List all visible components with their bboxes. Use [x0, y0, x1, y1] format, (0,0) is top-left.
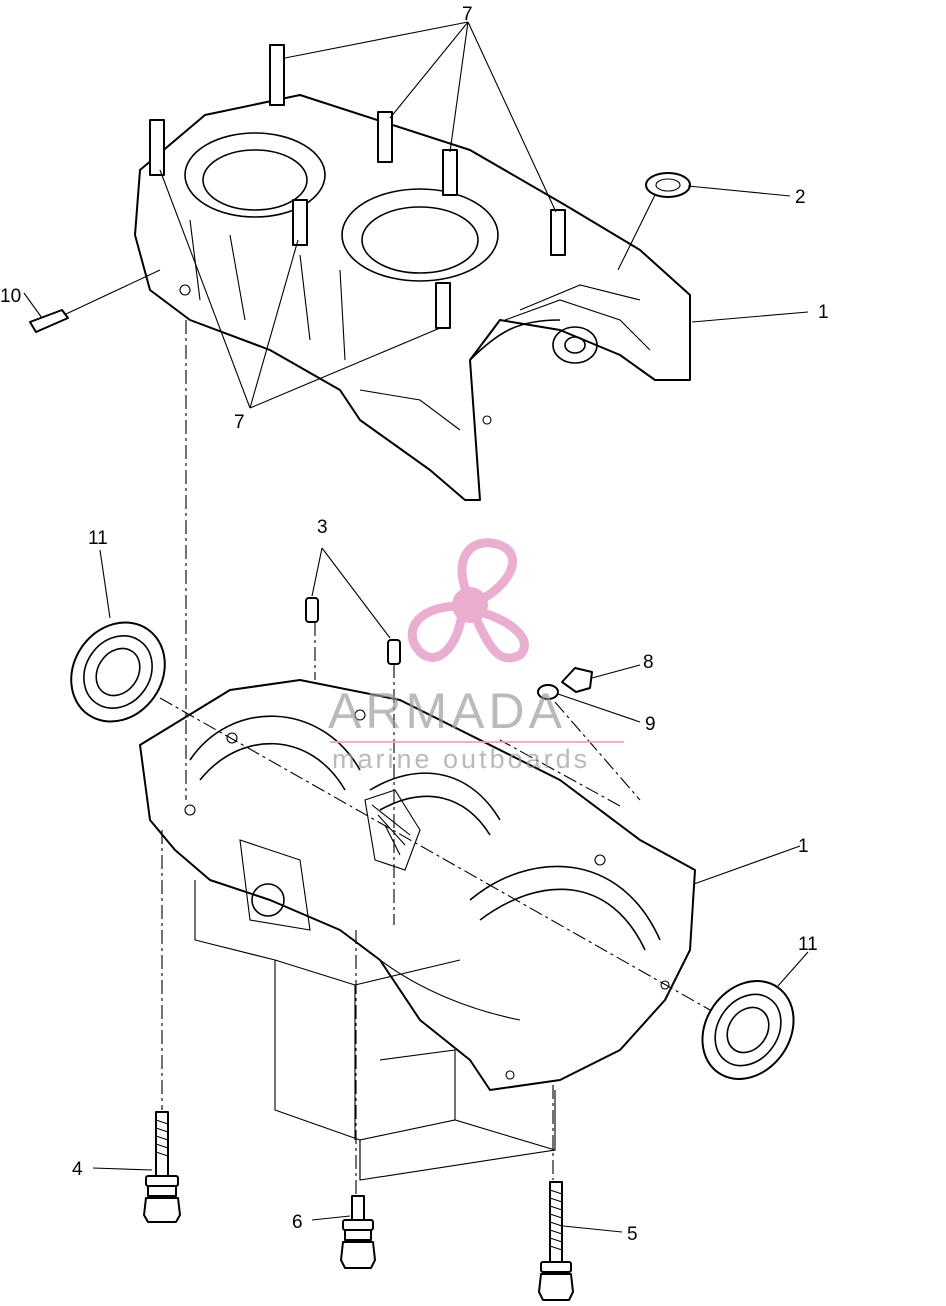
callout-7-left: 7	[234, 412, 245, 433]
studs	[149, 44, 566, 329]
bolt-6	[340, 1195, 376, 1269]
bolt-4	[143, 1111, 181, 1223]
propeller-logo-icon	[407, 538, 529, 663]
upper-crankcase	[134, 94, 691, 501]
callout-8: 8	[643, 652, 654, 673]
dowels	[305, 597, 401, 665]
armada-watermark: ARMADA marine outboards	[328, 538, 624, 774]
part-8-plug	[561, 667, 593, 693]
callout-1-top: 1	[818, 302, 829, 323]
watermark-brand: ARMADA	[328, 683, 566, 739]
leader-lines	[23, 21, 809, 1233]
callout-7-top: 7	[462, 4, 473, 25]
callout-10: 10	[0, 286, 21, 307]
callout-11-left: 11	[88, 528, 108, 549]
callout-4: 4	[72, 1159, 83, 1180]
callout-9: 9	[645, 714, 656, 735]
bolt-5	[538, 1181, 574, 1301]
center-lines	[159, 320, 711, 1196]
oil-seal-left	[70, 621, 166, 723]
callout-3: 3	[317, 517, 328, 538]
hidden-outline-boxes	[194, 880, 556, 1181]
callout-5: 5	[627, 1224, 638, 1245]
part-2-cap	[645, 172, 691, 198]
part-9-washer	[537, 684, 559, 700]
callout-2: 2	[795, 187, 806, 208]
lower-crankcase	[139, 679, 696, 1091]
callout-6: 6	[292, 1212, 303, 1233]
oil-seal-right	[701, 980, 795, 1080]
watermark-tagline: marine outboards	[332, 744, 590, 774]
callout-1-bottom: 1	[798, 836, 809, 857]
part-10-pin	[29, 309, 69, 333]
callout-labels: 7 7 2 1 10 3 11 8 9 1 11 4 6 5	[0, 4, 829, 1245]
callout-11-right: 11	[798, 934, 818, 955]
